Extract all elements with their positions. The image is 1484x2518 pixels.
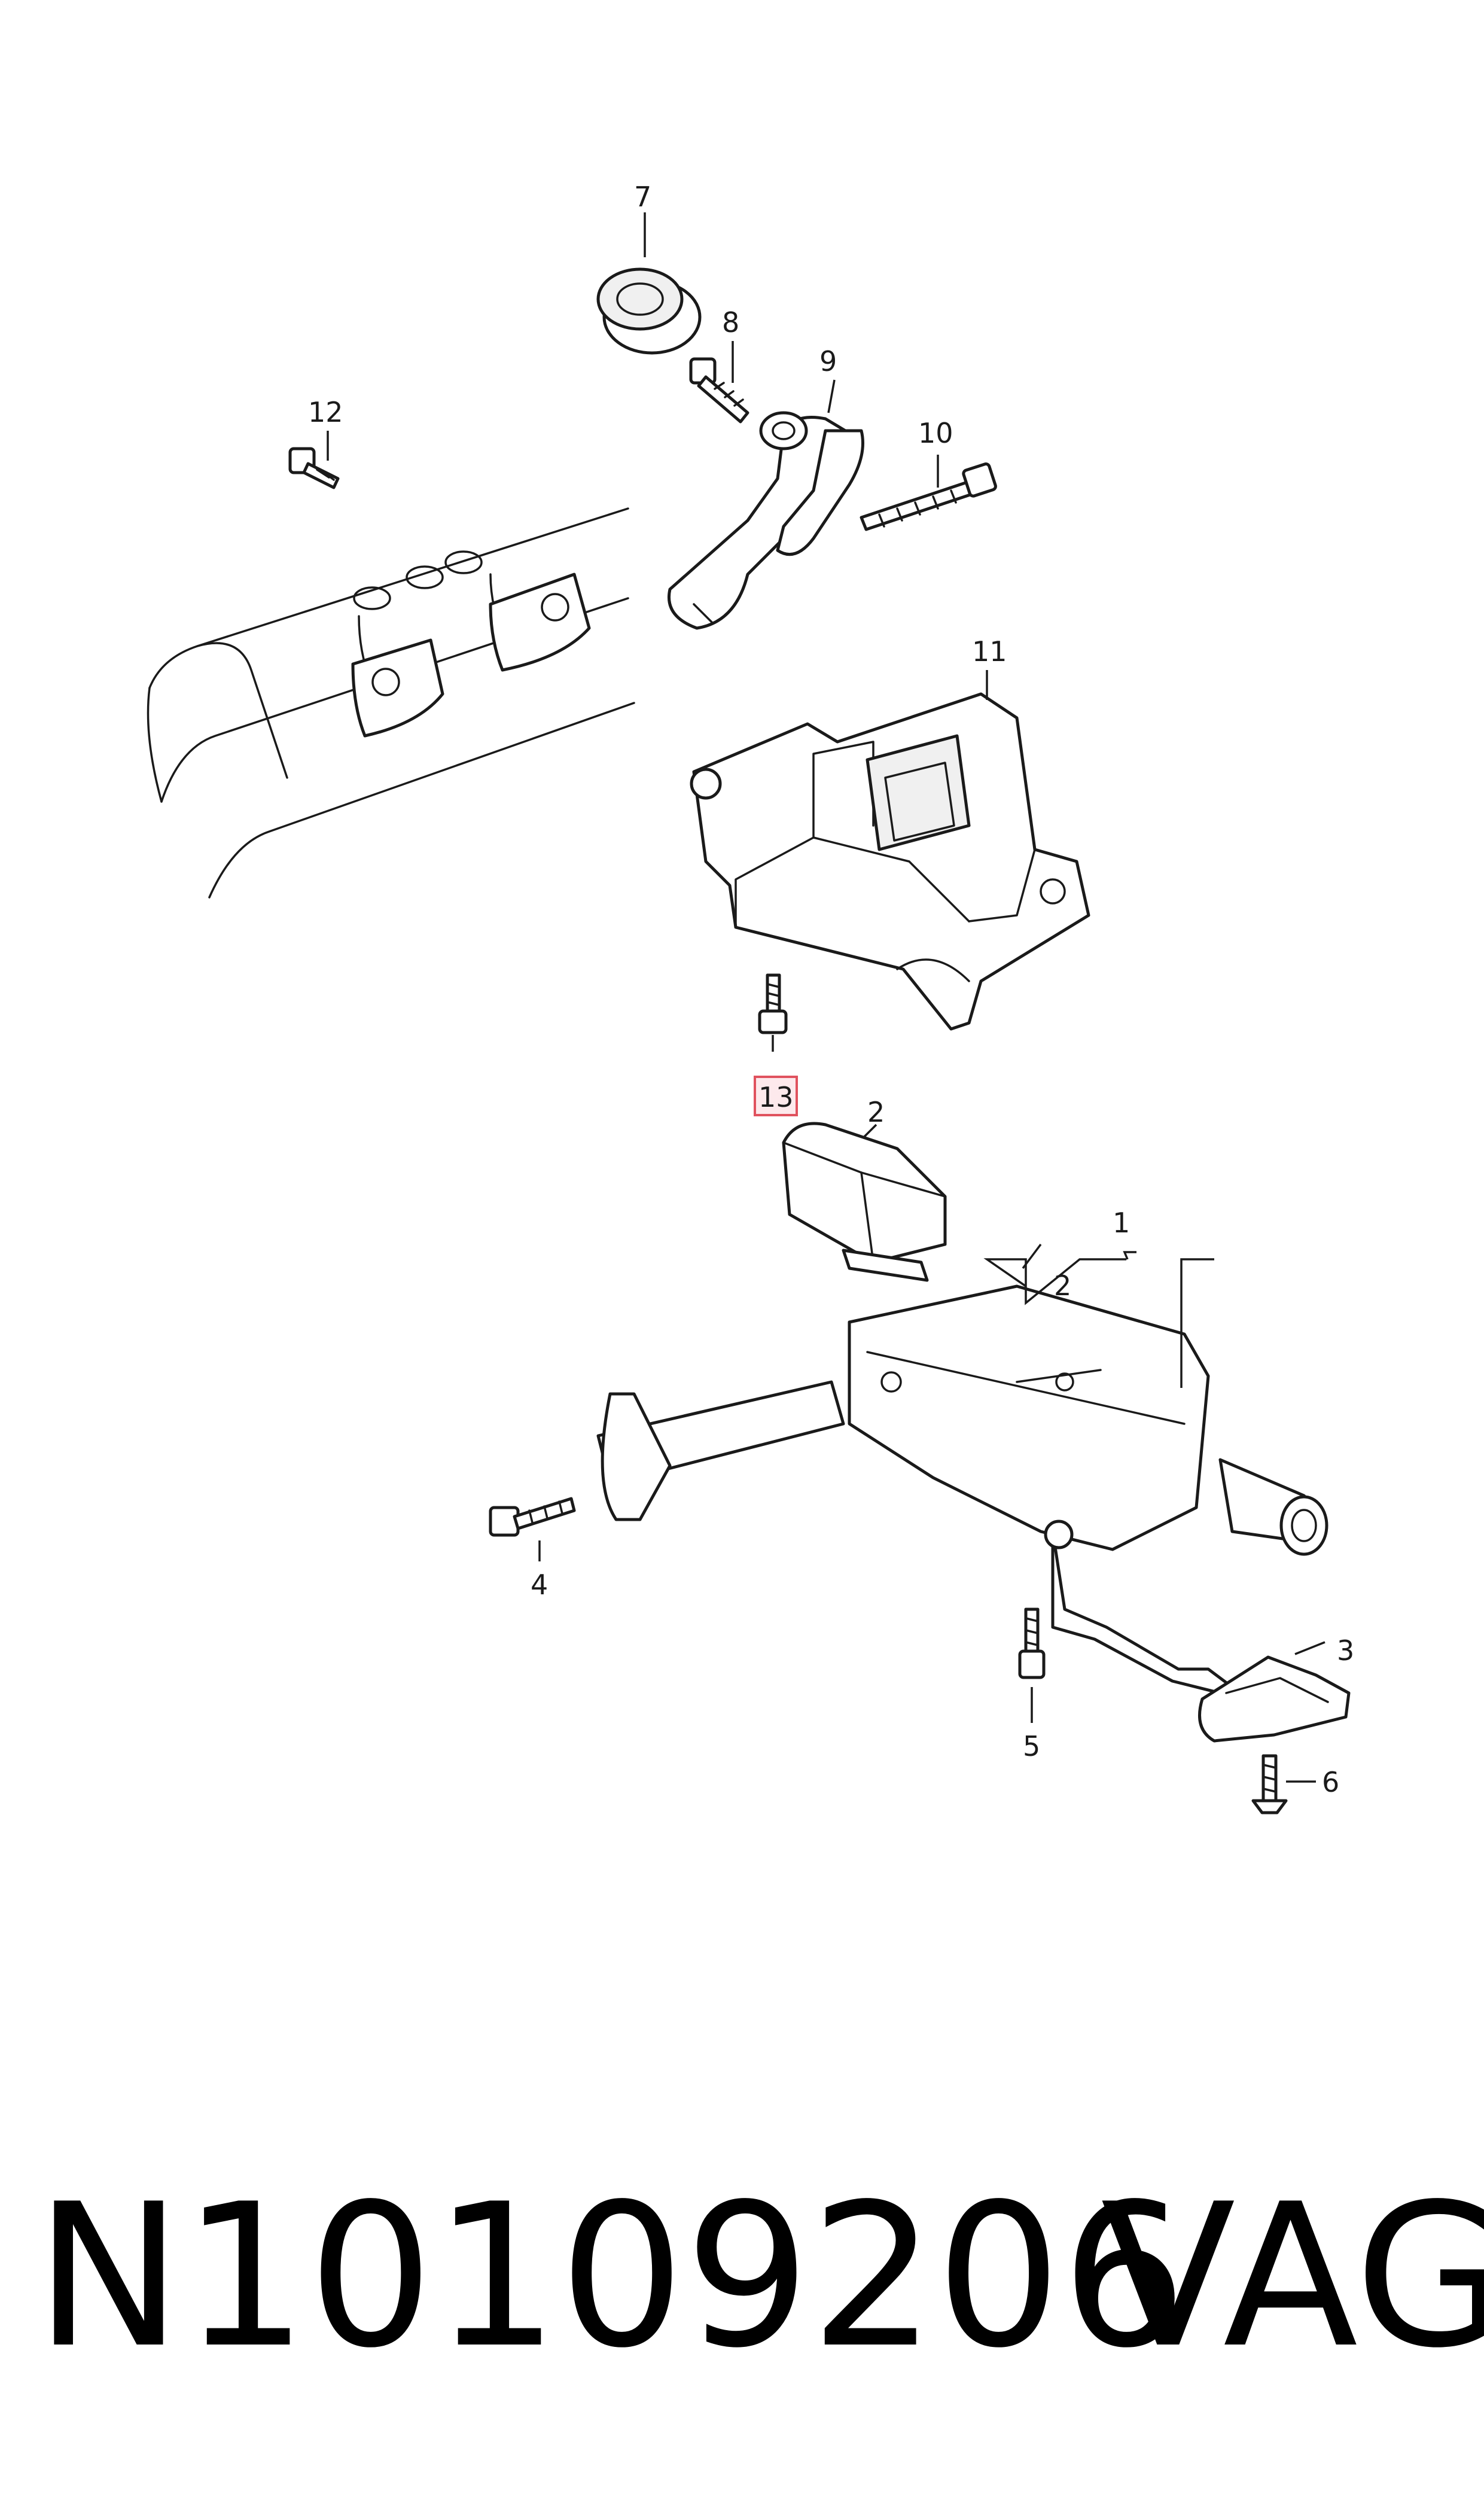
callout-6: 6 — [1322, 1766, 1339, 1798]
bolt-8 — [689, 357, 749, 424]
callout-5: 5 — [1023, 1730, 1040, 1762]
cross-member-frame — [147, 507, 635, 899]
callout-11: 11 — [972, 635, 1007, 668]
bolt-13 — [758, 973, 788, 1034]
callout-8: 8 — [722, 306, 739, 339]
control-module-2 — [782, 1122, 947, 1282]
brand-name: VAG — [1101, 2161, 1484, 2391]
callout-3: 3 — [1337, 1634, 1354, 1667]
part-number: N10109206 — [35, 2161, 1187, 2391]
callout-2-bracket: 2 — [1054, 1269, 1071, 1302]
screw-6 — [1251, 1754, 1288, 1814]
callout-9: 9 — [819, 345, 837, 377]
callout-labels: 7 8 9 10 11 12 13 2 1 2 3 4 5 6 — [308, 181, 1354, 1798]
steering-column-1 — [596, 1284, 1328, 1695]
bolt-10 — [860, 462, 997, 531]
grommet-7 — [596, 267, 702, 355]
bracket-11 — [690, 692, 1090, 1031]
bolt-5 — [1018, 1607, 1046, 1679]
callout-2-module: 2 — [867, 1096, 885, 1128]
callout-12: 12 — [308, 396, 343, 428]
callout-13-highlight — [754, 1076, 798, 1116]
bolt-12 — [288, 447, 340, 489]
bolt-4 — [489, 1497, 576, 1537]
callout-10: 10 — [918, 417, 953, 449]
footer: N10109206 VAG — [0, 2178, 1484, 2441]
lever-9 — [668, 411, 864, 630]
exploded-parts-diagram: 7 8 9 10 11 12 13 2 1 2 3 4 5 6 — [147, 181, 1354, 1814]
callout-7: 7 — [634, 181, 651, 213]
cover-3 — [1198, 1655, 1351, 1743]
callout-4: 4 — [531, 1569, 548, 1601]
callout-1: 1 — [1113, 1207, 1130, 1239]
callout-13: 13 — [758, 1081, 794, 1113]
leader-lines — [327, 212, 1325, 1783]
